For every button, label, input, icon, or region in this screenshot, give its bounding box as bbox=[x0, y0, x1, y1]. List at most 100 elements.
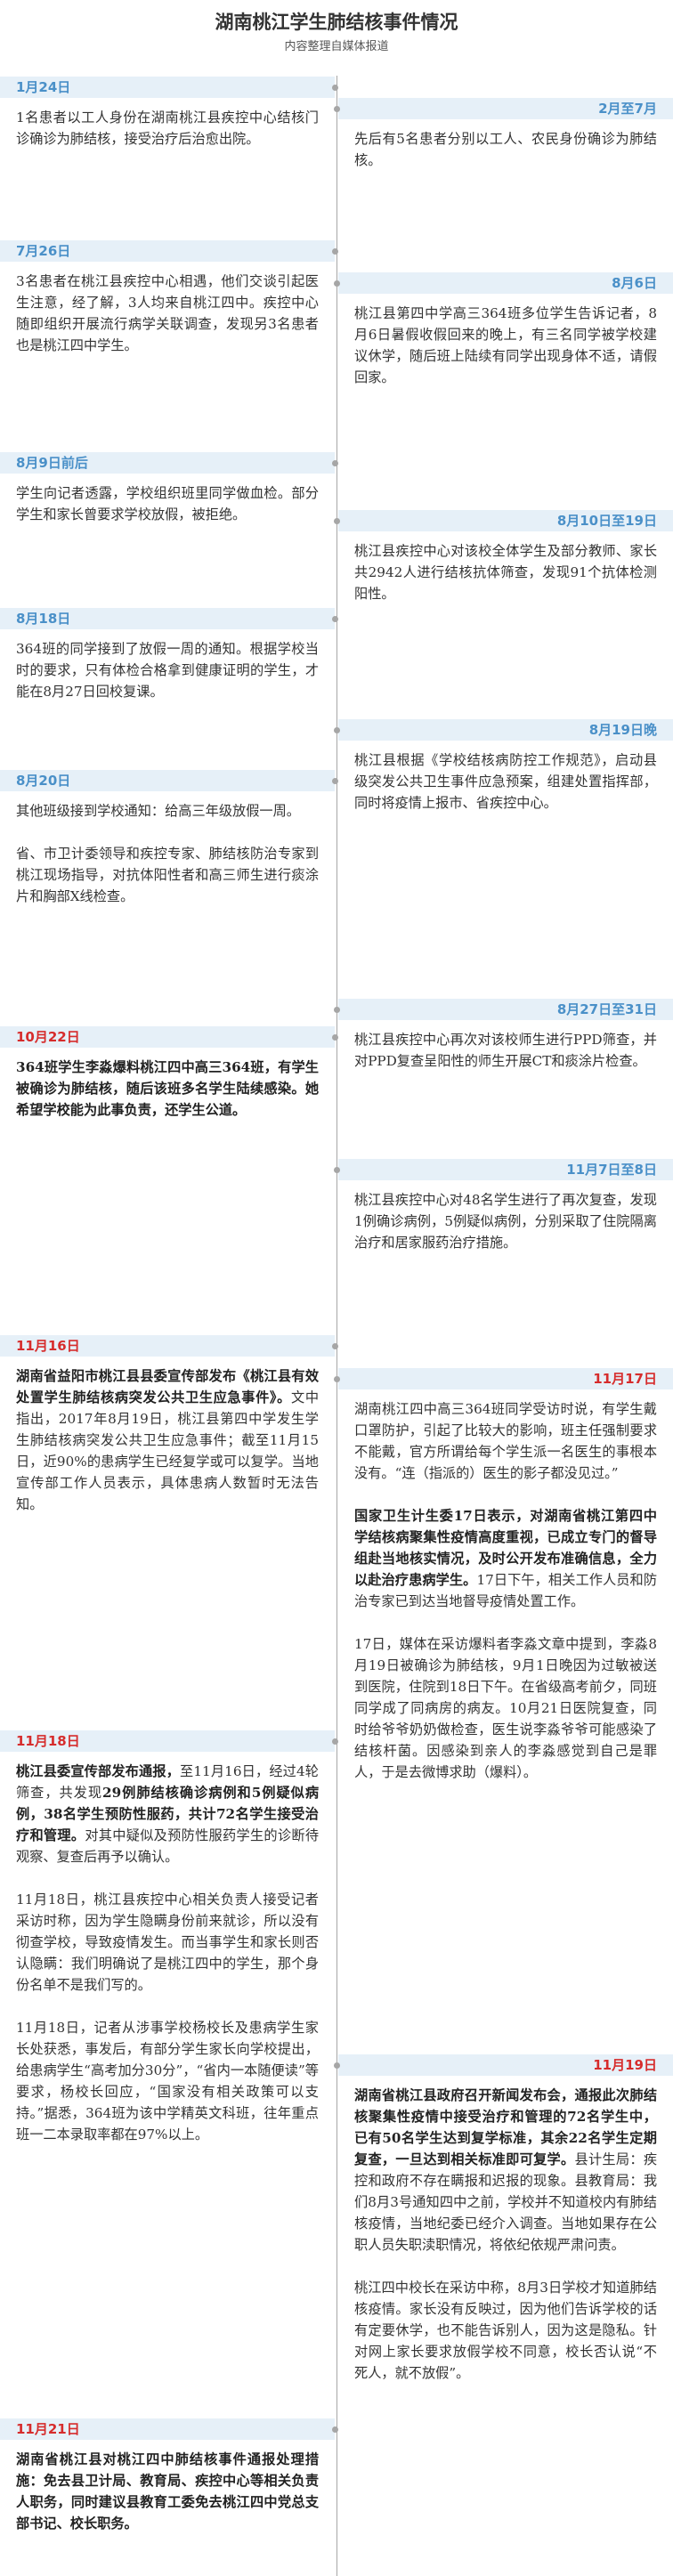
timeline-dot bbox=[334, 1007, 340, 1013]
date-bar: 7月26日 bbox=[0, 240, 338, 262]
entry-date: 8月27日至31日 bbox=[556, 1001, 657, 1017]
entry-date: 11月18日 bbox=[16, 1733, 80, 1749]
body-text-run: 省、市卫计委领导和疾控专家、肺结核防治专家到桃江现场指导，对抗体阳性者和高三师生… bbox=[16, 846, 319, 904]
entry-paragraph: 湖南省桃江县对桃江四中肺结核事件通报处理措施：免去县卫计局、教育局、疾控中心等相… bbox=[16, 2449, 319, 2534]
body-text-run: 湖南桃江四中高三364班同学受访时说，有学生戴口罩防护，引起了比较大的影响，班主… bbox=[354, 1401, 657, 1481]
entry-paragraph: 364班的同学接到了放假一周的通知。根据学校当时的要求，只有体检合格拿到健康证明… bbox=[16, 638, 319, 702]
timeline-entry: 11月18日桃江县委宣传部发布通报，至11月16日，经过4轮筛查，共发现29例肺… bbox=[0, 1730, 338, 2145]
body-text-run: 桃江县疾控中心再次对该校师生进行PPD筛查，并对PPD复查呈阳性的师生开展CT和… bbox=[354, 1032, 657, 1069]
entry-date: 7月26日 bbox=[16, 243, 71, 259]
entry-body: 湖南省益阳市桃江县县委宣传部发布《桃江县有效处置学生肺结核病突发公共卫生应急事件… bbox=[0, 1365, 335, 1515]
body-text-run: 1名患者以工人身份在湖南桃江县疾控中心结核门诊确诊为肺结核，接受治疗后治愈出院。 bbox=[16, 109, 319, 147]
emphasis-text: 湖南省益阳市桃江县县委宣传部发布《桃江县有效处置学生肺结核病突发公共卫生应急事件… bbox=[16, 1368, 319, 1405]
timeline-entry: 8月9日前后学生向记者透露，学校组织班里同学做血检。部分学生和家长曾要求学校放假… bbox=[0, 452, 338, 525]
date-bar: 11月21日 bbox=[0, 2418, 338, 2440]
entry-date: 11月17日 bbox=[593, 1371, 657, 1387]
entry-paragraph: 湖南省桃江县政府召开新闻发布会，通报此次肺结核聚集性疫情中接受治疗和管理的72名… bbox=[354, 2085, 657, 2256]
entry-body: 364班的同学接到了放假一周的通知。根据学校当时的要求，只有体检合格拿到健康证明… bbox=[0, 638, 335, 702]
body-text-run: 3名患者在桃江县疾控中心相遇，他们交谈引起医生注意，经了解，3人均来自桃江四中。… bbox=[16, 273, 319, 353]
timeline-dot bbox=[332, 2426, 338, 2433]
body-text-run: 17日，媒体在采访爆料者李淼文章中提到，李淼8月19日被确诊为肺结核，9月1日晚… bbox=[354, 1636, 657, 1780]
body-text-run: 县计生局：疾控和政府不存在瞒报和迟报的现象。县教育局：我们8月3号通知四中之前，… bbox=[354, 2151, 658, 2253]
entry-body: 桃江县疾控中心对48名学生进行了再次复查，发现1例确诊病例，5例疑似病例，分别采… bbox=[338, 1189, 673, 1253]
entry-paragraph: 湖南桃江四中高三364班同学受访时说，有学生戴口罩防护，引起了比较大的影响，班主… bbox=[354, 1398, 657, 1484]
timeline-entry: 11月16日湖南省益阳市桃江县县委宣传部发布《桃江县有效处置学生肺结核病突发公共… bbox=[0, 1335, 338, 1515]
entry-body: 湖南省桃江县政府召开新闻发布会，通报此次肺结核聚集性疫情中接受治疗和管理的72名… bbox=[338, 2085, 673, 2384]
date-bar: 8月20日 bbox=[0, 770, 338, 791]
entry-date: 8月6日 bbox=[612, 275, 657, 291]
entry-paragraph: 国家卫生计生委17日表示，对湖南省桃江第四中学结核病聚集性疫情高度重视，已成立专… bbox=[354, 1505, 657, 1612]
timeline-entry: 8月10日至19日桃江县疾控中心对该校全体学生及部分教师、家长共2942人进行结… bbox=[334, 510, 673, 604]
emphasis-text: 364班学生李淼爆料桃江四中高三364班，有学生被确诊为肺结核，随后该班多名学生… bbox=[16, 1059, 319, 1118]
entry-paragraph: 桃江四中校长在采访中称，8月3日学校才知道肺结核疫情。家长没有反映过，因为他们告… bbox=[354, 2277, 657, 2384]
date-bar: 11月19日 bbox=[334, 2054, 673, 2076]
timeline-entry: 8月19日晚桃江县根据《学校结核病防控工作规范》，启动县级突发公共卫生事件应急预… bbox=[334, 719, 673, 814]
entry-paragraph: 桃江县疾控中心对该校全体学生及部分教师、家长共2942人进行结核抗体筛查，发现9… bbox=[354, 540, 657, 604]
body-text-run: 11月18日，桃江县疾控中心相关负责人接受记者采访时称，因为学生隐瞒身份前来就诊… bbox=[16, 1891, 319, 1993]
page-subtitle: 内容整理自媒体报道 bbox=[284, 40, 389, 53]
timeline-dot bbox=[332, 1034, 338, 1041]
entry-paragraph: 1名患者以工人身份在湖南桃江县疾控中心结核门诊确诊为肺结核，接受治疗后治愈出院。 bbox=[16, 107, 319, 150]
timeline-entry: 8月6日桃江县第四中学高三364班多位学生告诉记者，8月6日暑假收假回来的晚上，… bbox=[334, 272, 673, 388]
entry-paragraph: 364班学生李淼爆料桃江四中高三364班，有学生被确诊为肺结核，随后该班多名学生… bbox=[16, 1057, 319, 1121]
entry-body: 先后有5名患者分别以工人、农民身份确诊为肺结核。 bbox=[338, 128, 673, 171]
entry-body: 桃江县委宣传部发布通报，至11月16日，经过4轮筛查，共发现29例肺结核确诊病例… bbox=[0, 1761, 335, 2145]
timeline-entry: 11月7日至8日桃江县疾控中心对48名学生进行了再次复查，发现1例确诊病例，5例… bbox=[334, 1159, 673, 1253]
entry-body: 3名患者在桃江县疾控中心相遇，他们交谈引起医生注意，经了解，3人均来自桃江四中。… bbox=[0, 271, 335, 356]
entry-date: 1月24日 bbox=[16, 79, 71, 95]
entry-date: 2月至7月 bbox=[598, 101, 657, 117]
entry-date: 11月21日 bbox=[16, 2421, 80, 2437]
date-bar: 2月至7月 bbox=[334, 98, 673, 119]
body-text-run: 桃江县根据《学校结核病防控工作规范》，启动县级突发公共卫生事件应急预案，组建处置… bbox=[354, 752, 657, 811]
entry-paragraph: 其他班级接到学校通知：给高三年级放假一周。 bbox=[16, 800, 319, 822]
entry-paragraph: 桃江县委宣传部发布通报，至11月16日，经过4轮筛查，共发现29例肺结核确诊病例… bbox=[16, 1761, 319, 1867]
entry-body: 桃江县根据《学校结核病防控工作规范》，启动县级突发公共卫生事件应急预案，组建处置… bbox=[338, 749, 673, 814]
timeline-dot bbox=[332, 248, 338, 255]
entry-date: 8月10日至19日 bbox=[556, 513, 657, 529]
timeline-entry: 11月17日湖南桃江四中高三364班同学受访时说，有学生戴口罩防护，引起了比较大… bbox=[334, 1368, 673, 1783]
entry-body: 桃江县疾控中心再次对该校师生进行PPD筛查，并对PPD复查呈阳性的师生开展CT和… bbox=[338, 1029, 673, 1072]
timeline-line bbox=[336, 76, 337, 2576]
entry-body: 桃江县第四中学高三364班多位学生告诉记者，8月6日暑假收假回来的晚上，有三名同… bbox=[338, 303, 673, 388]
date-bar: 8月9日前后 bbox=[0, 452, 338, 474]
timeline-entry: 11月19日湖南省桃江县政府召开新闻发布会，通报此次肺结核聚集性疫情中接受治疗和… bbox=[334, 2054, 673, 2384]
date-bar: 11月7日至8日 bbox=[334, 1159, 673, 1180]
page-title: 湖南桃江学生肺结核事件情况 bbox=[215, 11, 458, 33]
timeline-entry: 7月26日 3名患者在桃江县疾控中心相遇，他们交谈引起医生注意，经了解，3人均来自… bbox=[0, 240, 338, 356]
date-bar: 11月18日 bbox=[0, 1730, 338, 1752]
entry-date: 8月18日 bbox=[16, 611, 71, 627]
entry-body: 桃江县疾控中心对该校全体学生及部分教师、家长共2942人进行结核抗体筛查，发现9… bbox=[338, 540, 673, 604]
timeline-dot bbox=[334, 1376, 340, 1382]
entry-body: 364班学生李淼爆料桃江四中高三364班，有学生被确诊为肺结核，随后该班多名学生… bbox=[0, 1057, 335, 1121]
timeline-dot bbox=[332, 616, 338, 622]
entry-paragraph: 湖南省益阳市桃江县县委宣传部发布《桃江县有效处置学生肺结核病突发公共卫生应急事件… bbox=[16, 1365, 319, 1515]
emphasis-text: 桃江县委宣传部发布通报， bbox=[16, 1763, 181, 1779]
entry-date: 11月16日 bbox=[16, 1338, 80, 1354]
timeline-dot bbox=[332, 460, 338, 466]
entry-date: 11月7日至8日 bbox=[566, 1162, 657, 1178]
timeline-dot bbox=[332, 85, 338, 91]
timeline-dot bbox=[334, 106, 340, 112]
date-bar: 8月19日晚 bbox=[334, 719, 673, 741]
date-bar: 8月6日 bbox=[334, 272, 673, 294]
entry-date: 8月20日 bbox=[16, 773, 71, 789]
timeline-dot bbox=[334, 727, 340, 733]
timeline-entry: 8月18日 364班的同学接到了放假一周的通知。根据学校当时的要求，只有体检合格拿… bbox=[0, 608, 338, 702]
entry-body: 湖南省桃江县对桃江四中肺结核事件通报处理措施：免去县卫计局、教育局、疾控中心等相… bbox=[0, 2449, 335, 2534]
entry-paragraph: 桃江县疾控中心再次对该校师生进行PPD筛查，并对PPD复查呈阳性的师生开展CT和… bbox=[354, 1029, 657, 1072]
emphasis-text: 湖南省桃江县对桃江四中肺结核事件通报处理措施：免去县卫计局、教育局、疾控中心等相… bbox=[16, 2451, 319, 2531]
entry-body: 湖南桃江四中高三364班同学受访时说，有学生戴口罩防护，引起了比较大的影响，班主… bbox=[338, 1398, 673, 1783]
timeline-dot bbox=[334, 2062, 340, 2069]
emphasis-text: 湖南省桃江县政府召开新闻发布会，通报此次肺结核聚集性疫情中接受治疗和管理的72名… bbox=[354, 2087, 657, 2167]
body-text-run: 11月18日，记者从涉事学校杨校长及患病学生家长处获悉，事发后，有部分学生家长向… bbox=[16, 2020, 319, 2143]
entry-paragraph: 11月18日，桃江县疾控中心相关负责人接受记者采访时称，因为学生隐瞒身份前来就诊… bbox=[16, 1889, 319, 1996]
body-text-run: 桃江县疾控中心对该校全体学生及部分教师、家长共2942人进行结核抗体筛查，发现9… bbox=[354, 543, 657, 602]
timeline-entry: 2月至7月先后有5名患者分别以工人、农民身份确诊为肺结核。 bbox=[334, 98, 673, 171]
date-bar: 11月17日 bbox=[334, 1368, 673, 1389]
emphasis-text: 国家卫生计生委17日表示，对湖南省桃江第四中学结核病聚集性疫情高度重视，已成立专… bbox=[354, 1508, 657, 1588]
entry-paragraph: 省、市卫计委领导和疾控专家、肺结核防治专家到桃江现场指导，对抗体阳性者和高三师生… bbox=[16, 843, 319, 907]
body-text-run: 先后有5名患者分别以工人、农民身份确诊为肺结核。 bbox=[354, 131, 657, 168]
timeline-dot bbox=[332, 1343, 338, 1349]
timeline-dot bbox=[332, 1738, 338, 1745]
entry-paragraph: 学生向记者透露，学校组织班里同学做血检。部分学生和家长曾要求学校放假，被拒绝。 bbox=[16, 482, 319, 525]
